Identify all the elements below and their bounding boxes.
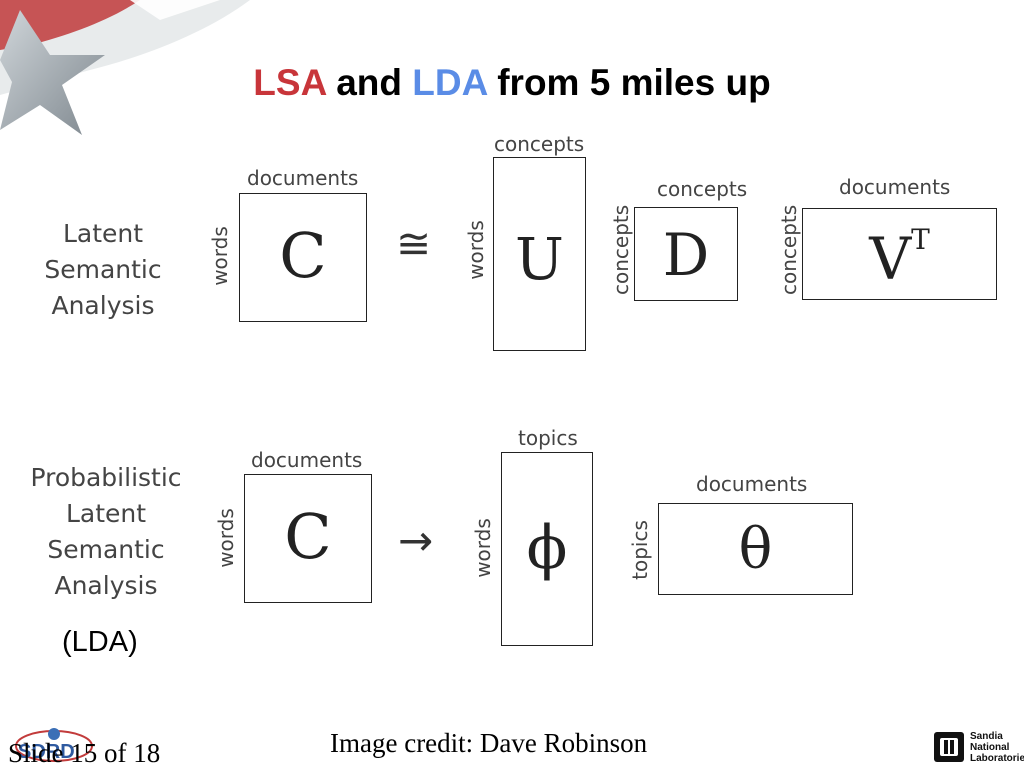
lsa-glyph-transpose: T — [911, 223, 930, 256]
plsa-row-label: Probabilistic Latent Semantic Analysis — [26, 460, 186, 604]
lsa-matrix-u — [493, 157, 586, 351]
plsa-theta-side-label: topics — [628, 520, 652, 580]
lsa-u-side-label: words — [464, 220, 488, 280]
sdrd-logo-icon: SDRD — [15, 728, 93, 763]
lsa-label-line: Analysis — [51, 291, 155, 320]
plsa-matrix-phi — [501, 452, 593, 646]
plsa-phi-top-label: topics — [518, 426, 578, 450]
sandia-logo-line: National — [970, 742, 1010, 753]
lsa-glyph-v: V — [869, 225, 912, 293]
image-credit: Image credit: Dave Robinson — [330, 728, 648, 758]
lsa-row-label: Latent Semantic Analysis — [38, 216, 168, 324]
lsa-glyph-c: C — [279, 219, 327, 292]
plsa-matrix-theta — [658, 503, 853, 595]
plsa-glyph-theta: θ — [738, 517, 773, 582]
lsa-glyph-vt: VT — [802, 223, 997, 289]
plsa-phi-side-label: words — [471, 518, 495, 578]
page-title: LSA and LDA from 5 miles up — [0, 62, 1024, 104]
plsa-glyph-c: C — [284, 500, 332, 573]
slide-counter: Slide 15 of 18 — [8, 738, 161, 768]
star-corner-decoration — [0, 0, 250, 135]
plsa-theta-top-label: documents — [696, 472, 808, 496]
lsa-matrix-c — [239, 193, 367, 322]
sandia-logo-line: Laboratories — [970, 753, 1024, 764]
sandia-logo: Sandia National Laboratories — [934, 730, 1024, 766]
plsa-label-line: Analysis — [54, 571, 158, 600]
plsa-label-line: Latent — [65, 499, 147, 528]
title-lsa: LSA — [253, 62, 326, 103]
sandia-logo-icon — [934, 732, 964, 762]
sdrd-logo-text: SDRD — [18, 741, 75, 763]
lsa-matrix-vt — [802, 208, 997, 300]
plsa-matrix-c — [244, 474, 372, 603]
lsa-vt-top-label: documents — [839, 175, 951, 199]
lsa-d-top-label: concepts — [657, 177, 748, 201]
title-and: and — [325, 62, 413, 103]
lsa-label-line: Semantic — [44, 255, 162, 284]
plsa-label-line: Semantic — [47, 535, 165, 564]
lsa-label-line: Latent — [62, 219, 144, 248]
title-lda: LDA — [412, 62, 487, 103]
plsa-glyph-phi: ϕ — [526, 513, 568, 583]
lsa-d-side-label: concepts — [609, 204, 633, 295]
lsa-c-top-label: documents — [247, 166, 359, 190]
plsa-label-line: Probabilistic — [30, 463, 182, 492]
lsa-glyph-u: U — [515, 225, 564, 293]
title-rest: from 5 miles up — [486, 62, 771, 103]
sandia-logo-line: Sandia — [970, 731, 1003, 742]
lsa-u-top-label: concepts — [494, 132, 585, 156]
lsa-c-side-label: words — [208, 226, 232, 286]
arrow-right-icon: → — [398, 516, 434, 565]
lsa-glyph-d: D — [662, 221, 710, 289]
sandia-logo-text: Sandia National Laboratories — [970, 731, 1024, 764]
approx-equal-icon: ≅ — [396, 219, 432, 268]
plsa-c-top-label: documents — [251, 448, 363, 472]
lsa-matrix-d — [634, 207, 738, 301]
plsa-c-side-label: words — [214, 508, 238, 568]
lda-note: (LDA) — [62, 626, 138, 658]
lsa-vt-side-label: concepts — [777, 204, 801, 295]
